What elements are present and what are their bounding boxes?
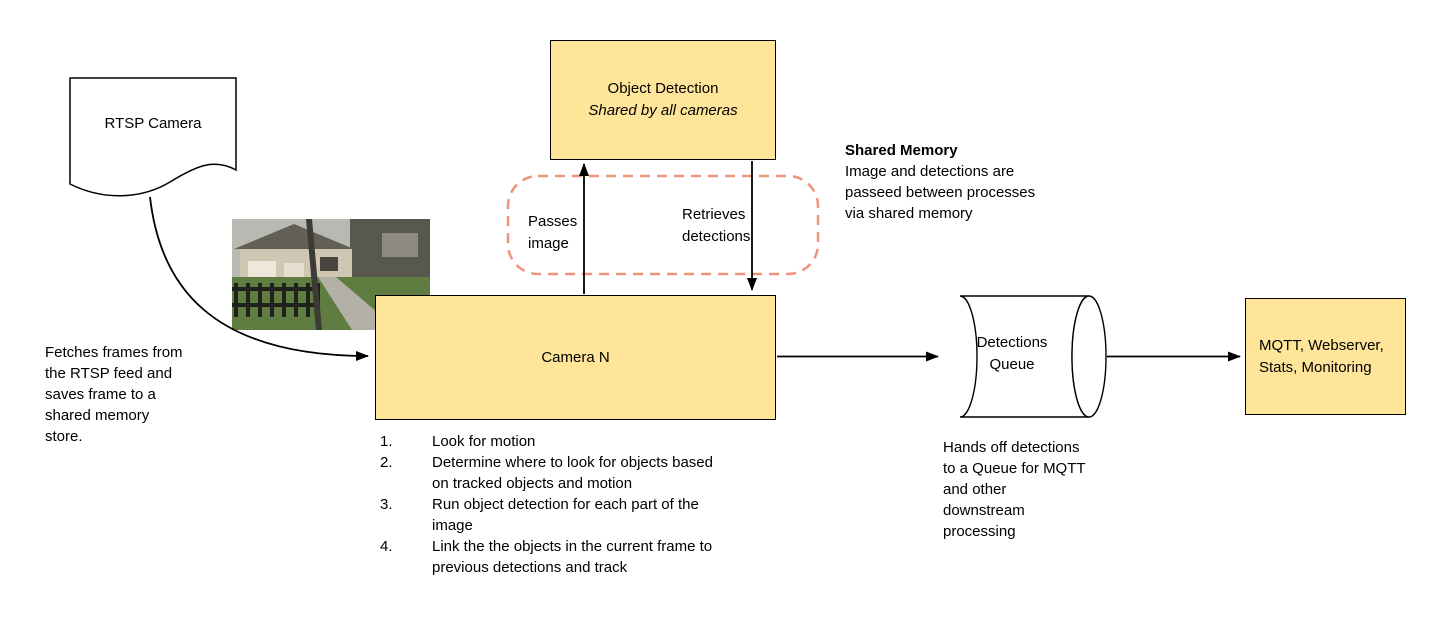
step-number: 2. (380, 454, 393, 471)
object-detection-node: Object Detection Shared by all cameras (550, 40, 776, 160)
object-detection-subtitle: Shared by all cameras (588, 102, 738, 119)
fetches-frames-note: Fetches frames from the RTSP feed and sa… (45, 344, 183, 445)
camera-step-3: 3. Run object detection for each part of… (380, 494, 740, 536)
retrieves-detections-label: Retrieves detections (682, 206, 751, 245)
camera-snapshot-image (232, 219, 430, 330)
camera-n-node: Camera N (375, 295, 776, 420)
rtsp-camera-shape (69, 77, 237, 197)
shared-memory-note: Shared Memory Image and detections are p… (845, 140, 1045, 224)
step-text: Look for motion (432, 433, 536, 450)
step-text: Link the the objects in the current fram… (432, 538, 713, 576)
passes-image-label: Passes image (528, 213, 578, 252)
camera-n-label: Camera N (541, 348, 610, 366)
camera-steps-list: 1. Look for motion 2. Determine where to… (380, 431, 740, 578)
rtsp-camera-label: RTSP Camera (104, 115, 202, 132)
shared-memory-body: Image and detections are passeed between… (845, 163, 1036, 222)
detections-queue-label: Detections Queue (976, 334, 1048, 373)
step-text: Run object detection for each part of th… (432, 496, 699, 534)
arrow-rtsp-to-camera (149, 196, 369, 361)
step-number: 3. (380, 496, 393, 513)
step-number: 1. (380, 433, 393, 450)
camera-step-1: 1. Look for motion (380, 431, 740, 452)
hands-off-note: Hands off detections to a Queue for MQTT… (943, 439, 1086, 540)
outputs-label: MQTT, Webserver, Stats, Monitoring (1259, 336, 1384, 376)
camera-step-4: 4. Link the the objects in the current f… (380, 536, 740, 578)
camera-step-2: 2. Determine where to look for objects b… (380, 452, 740, 494)
outputs-node: MQTT, Webserver, Stats, Monitoring (1245, 298, 1406, 415)
step-text: Determine where to look for objects base… (432, 454, 713, 492)
shared-memory-title: Shared Memory (845, 142, 958, 159)
shared-memory-boundary (506, 174, 820, 276)
detections-queue-shape (959, 295, 1107, 418)
object-detection-title: Object Detection (607, 80, 719, 97)
step-number: 4. (380, 538, 393, 555)
